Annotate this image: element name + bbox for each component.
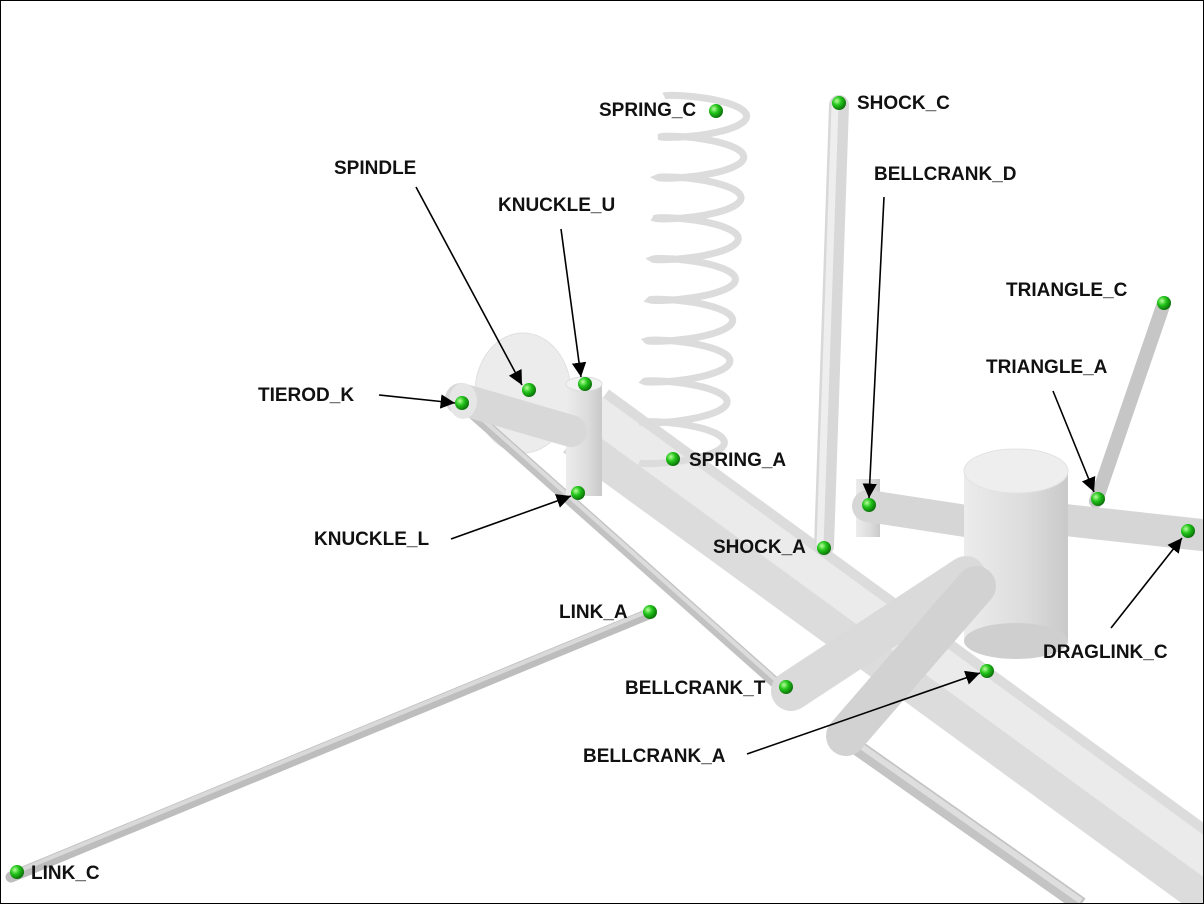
label-link-c: LINK_C bbox=[31, 863, 100, 884]
link-rod bbox=[5, 607, 657, 883]
hardpoints bbox=[10, 96, 1195, 879]
label-shock-a: SHOCK_A bbox=[713, 537, 806, 558]
point-bellcrank-t[interactable] bbox=[779, 680, 793, 694]
coil-spring bbox=[636, 91, 751, 468]
lower-rod bbox=[836, 729, 1086, 903]
shock-absorber bbox=[814, 95, 849, 556]
triangle-a-arrow bbox=[1052, 390, 1096, 493]
label-spring-c: SPRING_C bbox=[599, 100, 696, 121]
point-spring-a[interactable] bbox=[666, 452, 680, 466]
label-bellcrank-a: BELLCRANK_A bbox=[583, 746, 726, 767]
point-shock-c[interactable] bbox=[832, 96, 846, 110]
point-spindle[interactable] bbox=[522, 383, 536, 397]
bellcrank-a-arrow bbox=[746, 670, 981, 755]
point-draglink-c[interactable] bbox=[1181, 524, 1195, 538]
point-knuckle-u[interactable] bbox=[578, 377, 592, 391]
label-shock-c: SHOCK_C bbox=[857, 93, 950, 114]
spring-coil-path bbox=[636, 91, 751, 468]
leader-arrows bbox=[378, 186, 1183, 755]
tierod-k-arrow bbox=[378, 394, 456, 409]
point-link-a[interactable] bbox=[643, 605, 657, 619]
labels: SPRING_C SHOCK_C SPINDLE KNUCKLE_U BELLC… bbox=[31, 93, 1168, 884]
label-knuckle-l: KNUCKLE_L bbox=[314, 529, 429, 550]
label-bellcrank-t: BELLCRANK_T bbox=[625, 678, 766, 699]
bellcrank-d-arrow bbox=[862, 196, 885, 499]
draglink-c-arrow bbox=[1110, 537, 1183, 629]
point-bellcrank-d[interactable] bbox=[862, 498, 876, 512]
label-spring-a: SPRING_A bbox=[689, 450, 786, 471]
label-triangle-a: TRIANGLE_A bbox=[986, 357, 1108, 378]
label-knuckle-u: KNUCKLE_U bbox=[498, 195, 615, 216]
tie-rod bbox=[457, 399, 802, 707]
point-link-c[interactable] bbox=[10, 865, 24, 879]
label-draglink-c: DRAGLINK_C bbox=[1043, 642, 1168, 663]
label-bellcrank-d: BELLCRANK_D bbox=[874, 164, 1017, 185]
label-tierod-k: TIEROD_K bbox=[258, 385, 354, 406]
triangle-rod bbox=[1089, 296, 1171, 508]
point-knuckle-l[interactable] bbox=[571, 486, 585, 500]
knuckle bbox=[445, 376, 603, 496]
knuckle-u-arrow bbox=[560, 228, 587, 378]
point-triangle-c[interactable] bbox=[1157, 296, 1171, 310]
point-spring-c[interactable] bbox=[709, 104, 723, 118]
spindle-arrow bbox=[415, 186, 523, 386]
point-shock-a[interactable] bbox=[817, 541, 831, 555]
point-bellcrank-a[interactable] bbox=[980, 664, 994, 678]
label-spindle: SPINDLE bbox=[334, 158, 416, 179]
label-triangle-c: TRIANGLE_C bbox=[1006, 280, 1128, 301]
knuckle-l-arrow bbox=[450, 494, 572, 540]
point-tierod-k[interactable] bbox=[455, 396, 469, 410]
label-link-a: LINK_A bbox=[559, 602, 628, 623]
point-triangle-a[interactable] bbox=[1091, 492, 1105, 506]
